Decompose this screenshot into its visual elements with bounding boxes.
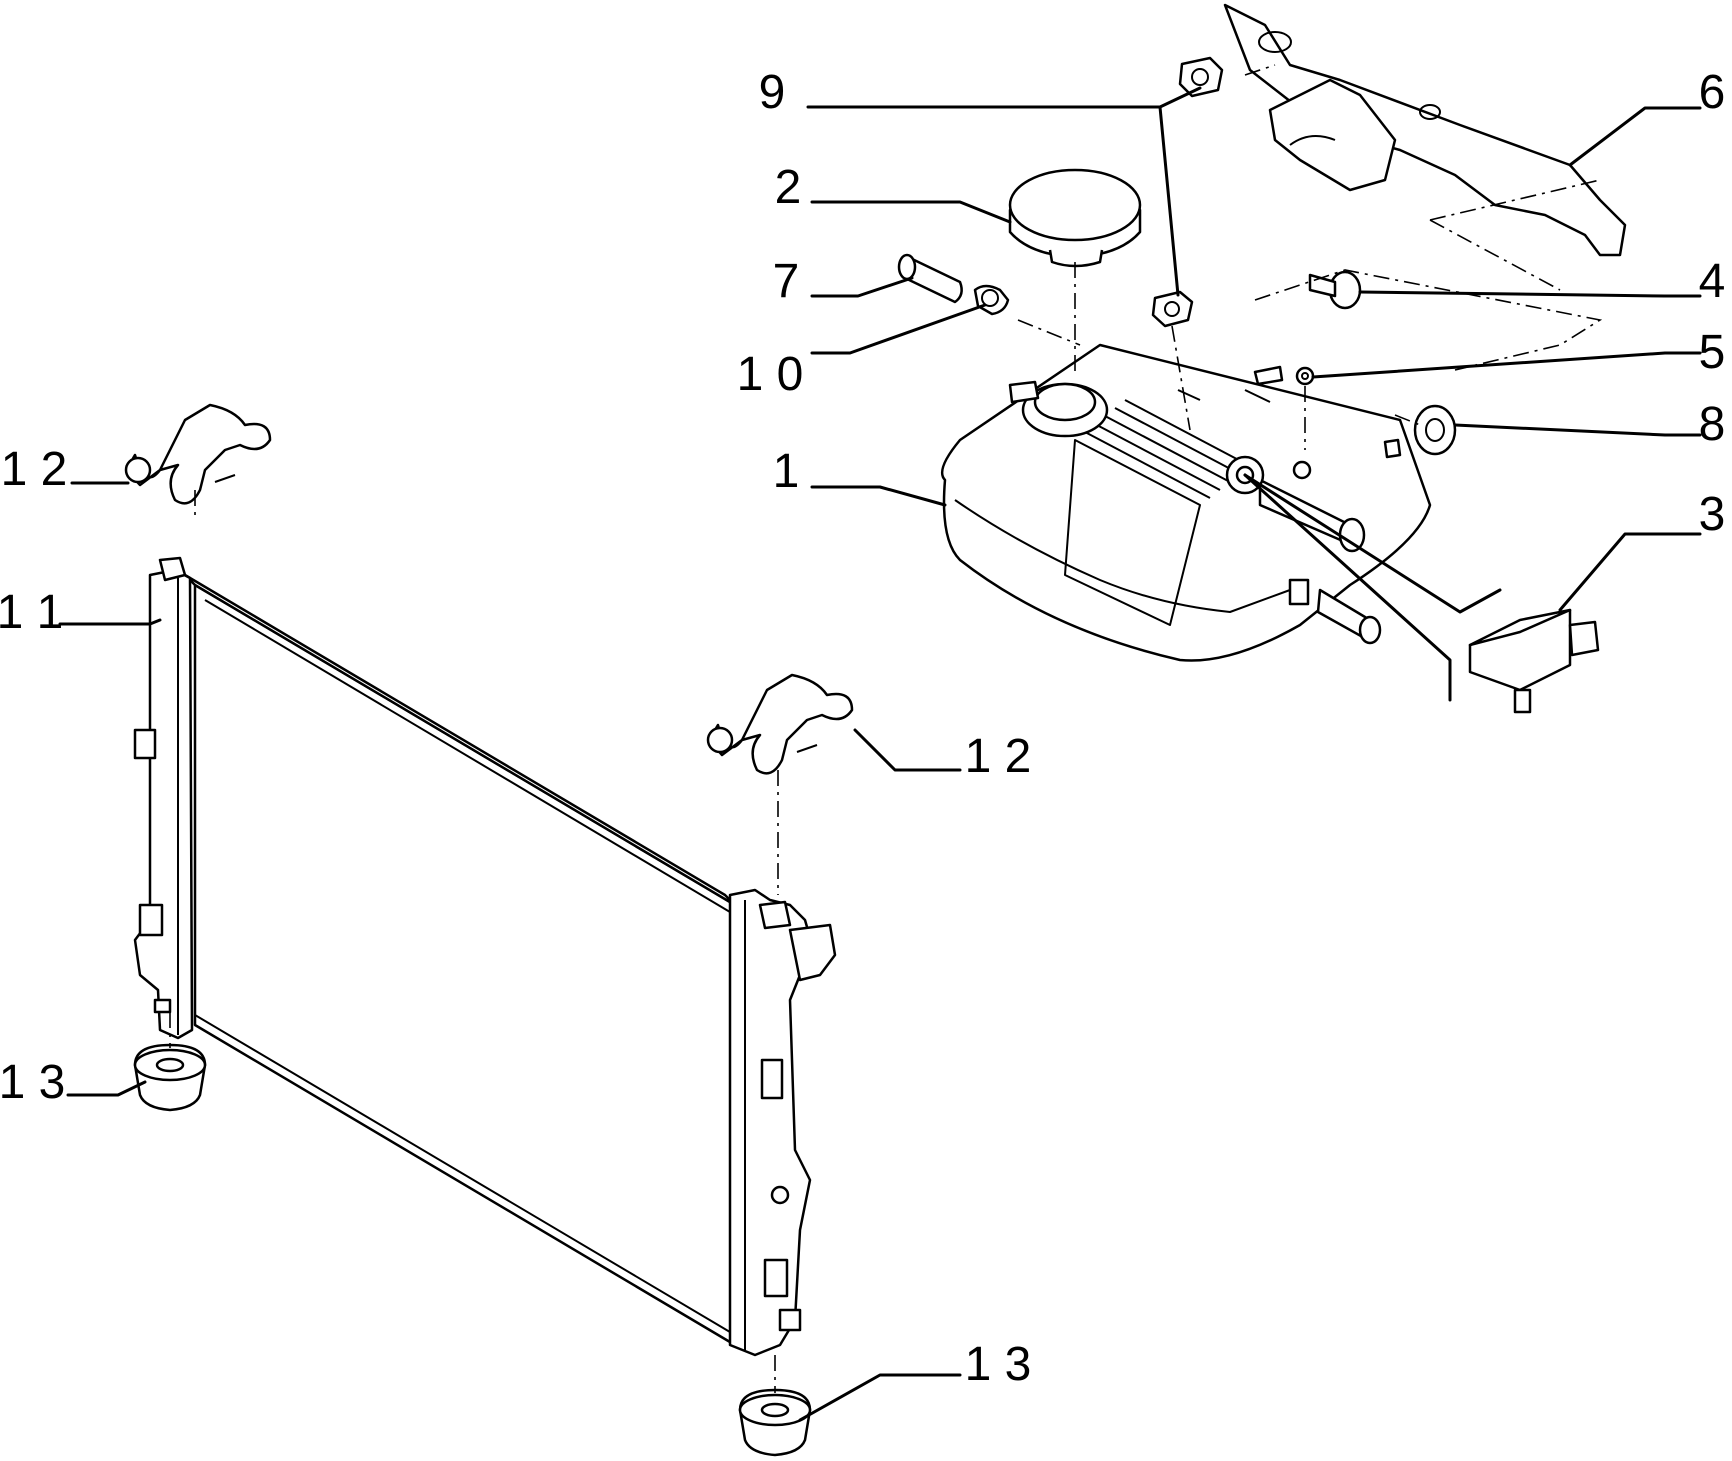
sensor-wire-2 (1243, 473, 1502, 614)
screw (1308, 270, 1362, 310)
callout-1: 1 (773, 445, 800, 498)
callout-2: 2 (775, 161, 802, 214)
callout-3: 3 (1699, 488, 1726, 541)
callout-13-right: 1 3 (965, 1338, 1032, 1391)
callout-10: 1 0 (737, 348, 804, 401)
nut-lower (1151, 290, 1194, 328)
callouts: 9 2 7 1 0 1 6 4 5 8 3 1 2 1 1 1 2 1 3 1 … (0, 66, 1725, 1391)
washer (1295, 366, 1315, 386)
tank-cap (1008, 168, 1142, 268)
callout-9: 9 (759, 66, 786, 119)
callout-8: 8 (1699, 398, 1726, 451)
mounting-bracket-right (706, 673, 854, 775)
level-sensor-module (1468, 608, 1600, 714)
callout-12-right: 1 2 (965, 730, 1032, 783)
callout-7: 7 (773, 255, 800, 308)
hose-clamp (973, 284, 1010, 316)
rubber-mount-left (133, 1043, 207, 1112)
callout-13-left: 1 3 (0, 1056, 65, 1109)
callout-6: 6 (1699, 66, 1726, 119)
callout-5: 5 (1699, 326, 1726, 379)
nut-upper (1178, 56, 1224, 98)
expansion-tank (940, 343, 1432, 662)
radiator (133, 556, 837, 1357)
support-bracket (1223, 3, 1627, 257)
hose-pipe (897, 253, 963, 304)
rubber-mount-right (738, 1388, 812, 1457)
assembly-lines (169, 64, 1603, 1393)
callout-11: 1 1 (0, 586, 63, 639)
sensor-wire (1243, 473, 1452, 702)
leader-lines (58, 86, 1702, 1422)
callout-4: 4 (1699, 255, 1726, 308)
mounting-bracket-left (124, 403, 272, 505)
callout-12-left: 1 2 (1, 443, 68, 496)
grommet (1413, 404, 1457, 456)
